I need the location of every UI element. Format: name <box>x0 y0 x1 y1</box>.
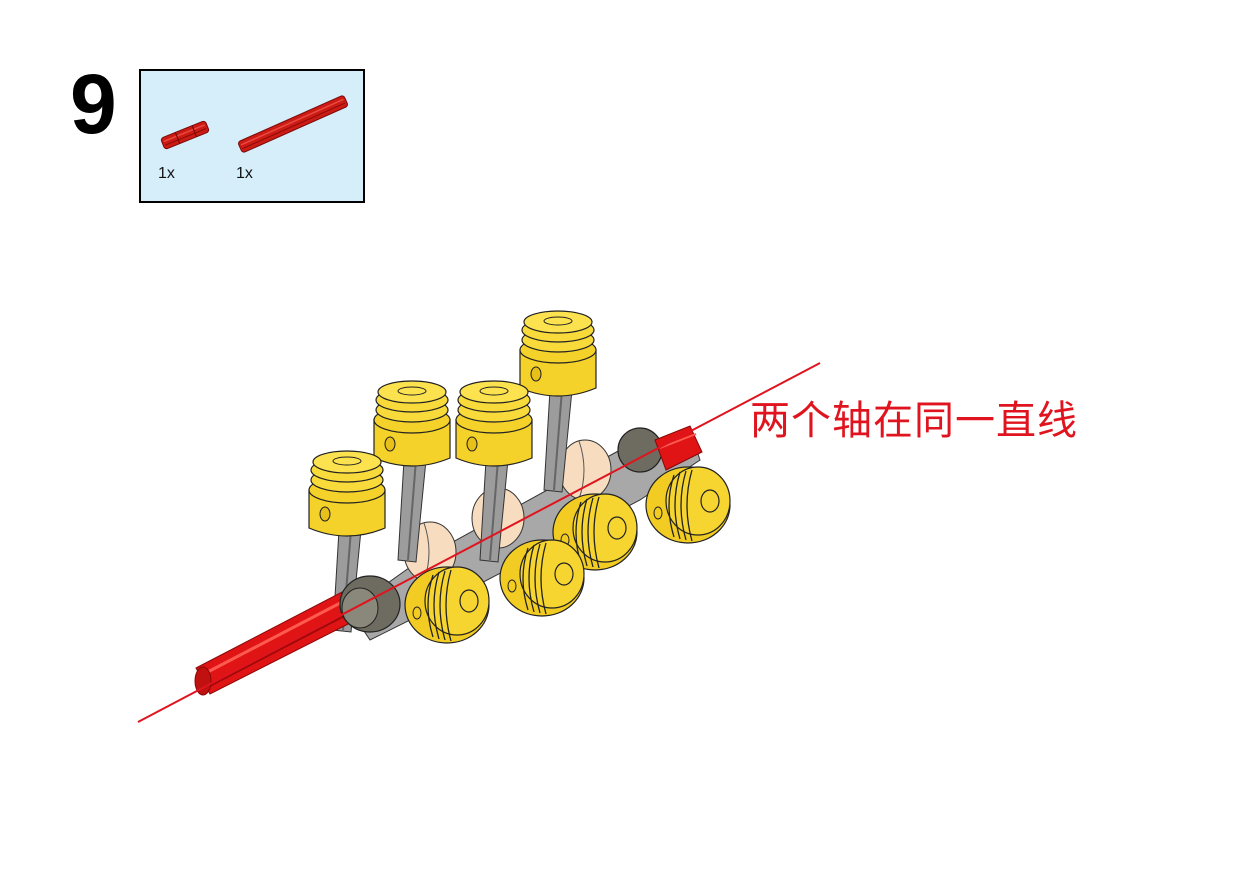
short-red-axle-icon <box>160 120 210 150</box>
step-number: 9 <box>70 57 117 151</box>
parts-list-callout: 1x 1x <box>139 69 365 203</box>
alignment-annotation: 两个轴在同一直线 <box>750 398 1078 444</box>
short-axle-quantity: 1x <box>158 165 175 182</box>
alignment-guide-line <box>137 362 821 723</box>
long-axle-quantity: 1x <box>236 165 253 182</box>
long-red-axle-icon <box>238 95 348 153</box>
